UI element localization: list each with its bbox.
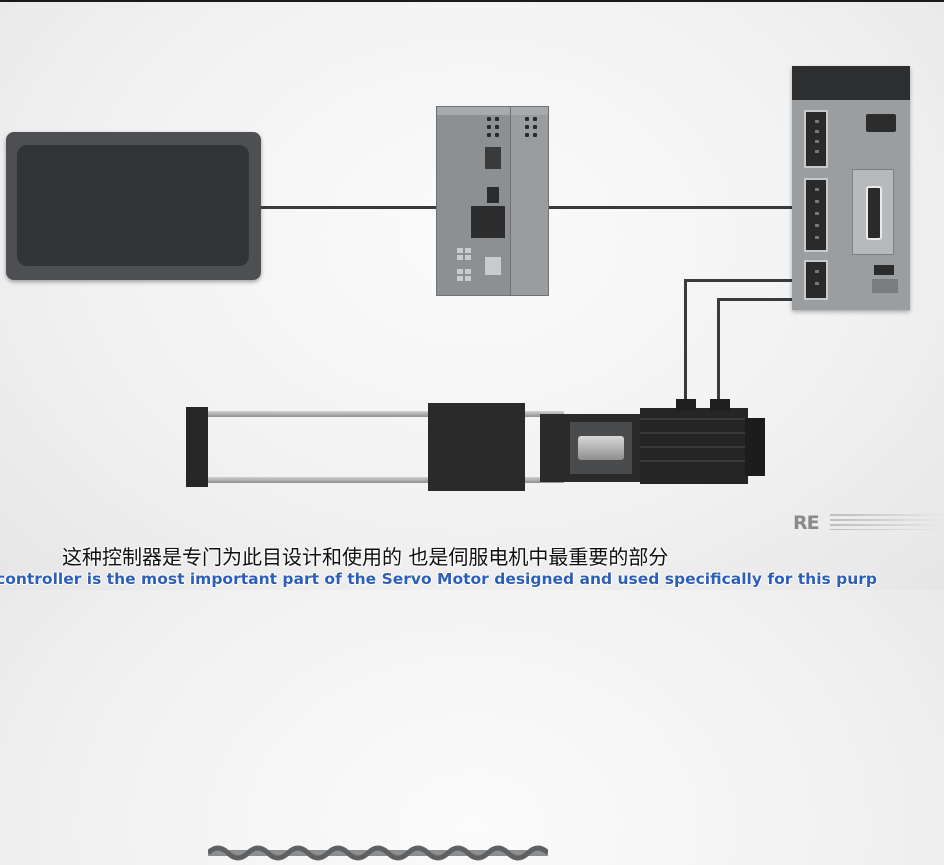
actuator-endcap	[186, 407, 208, 487]
motor-plug-1	[676, 399, 696, 411]
lead-screw	[208, 845, 548, 861]
drive-port-frame	[852, 169, 894, 255]
cable-drive-motor-1-h	[684, 279, 792, 282]
drive-connector-1	[804, 110, 828, 168]
drive-connector-2	[804, 178, 828, 252]
plc-io-module	[510, 106, 549, 296]
servo-drive	[792, 66, 910, 310]
subtitle-english: controller is the most important part of…	[0, 570, 878, 588]
plc-cpu-module	[436, 106, 512, 296]
drive-connector-3	[804, 260, 828, 300]
motor-coupler	[540, 414, 640, 482]
motor-encoder	[745, 418, 765, 476]
plc-controller	[436, 106, 549, 296]
motor-plug-2	[710, 399, 730, 411]
subtitle-chinese: 这种控制器是专门为此目设计和使用的 也是伺服电机中最重要的部分	[62, 545, 669, 569]
drive-port	[866, 186, 882, 240]
cable-drive-motor-2-h	[717, 298, 792, 301]
top-border	[0, 0, 944, 2]
servo-motor	[640, 408, 748, 484]
hmi-panel	[6, 132, 261, 280]
cable-drive-motor-2	[717, 298, 720, 401]
drive-top-panel	[792, 66, 910, 100]
hmi-screen	[17, 145, 249, 266]
cable-hmi-plc	[261, 206, 436, 209]
cable-drive-motor-1	[684, 279, 687, 401]
watermark-logo-stripes	[830, 514, 944, 530]
watermark-logo: RE	[793, 512, 820, 534]
actuator-carriage	[428, 403, 525, 491]
cable-plc-drive	[549, 206, 792, 209]
